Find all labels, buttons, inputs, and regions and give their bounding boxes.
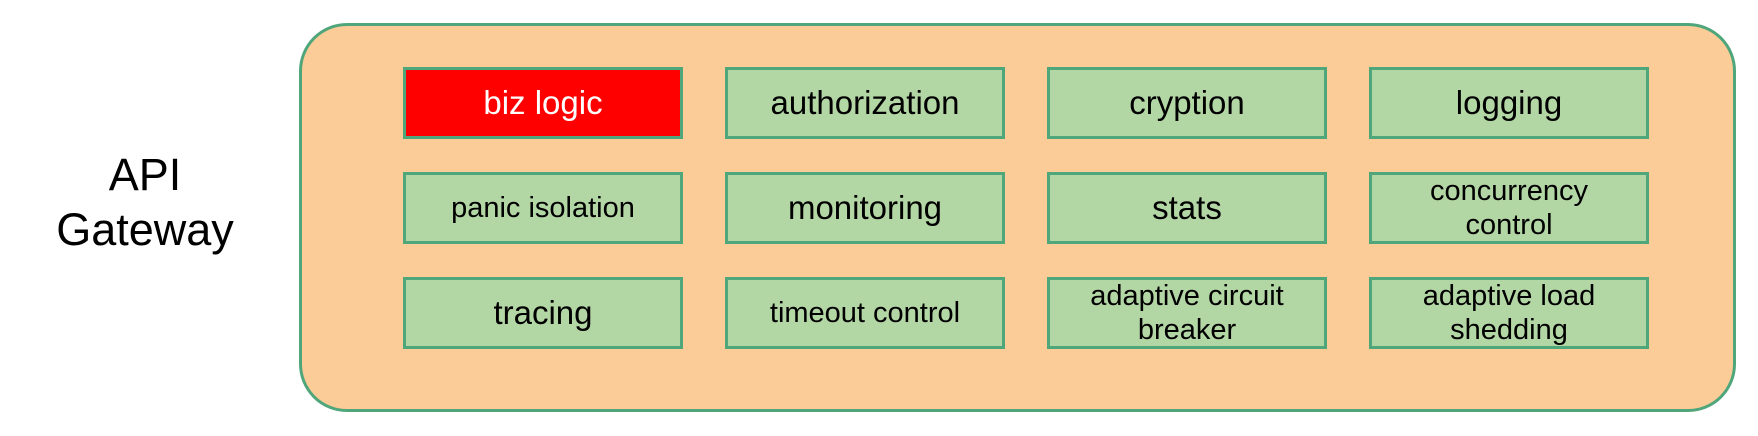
module-box-cryption[interactable]: cryption: [1047, 67, 1327, 139]
module-box-tracing[interactable]: tracing: [403, 277, 683, 349]
module-box-authorization[interactable]: authorization: [725, 67, 1005, 139]
module-box-timeout-control[interactable]: timeout control: [725, 277, 1005, 349]
module-box-biz-logic[interactable]: biz logic: [403, 67, 683, 139]
module-box-monitoring[interactable]: monitoring: [725, 172, 1005, 244]
module-box-adaptive-load-shedding[interactable]: adaptive load shedding: [1369, 277, 1649, 349]
module-box-stats[interactable]: stats: [1047, 172, 1327, 244]
module-box-adaptive-circuit-breaker[interactable]: adaptive circuit breaker: [1047, 277, 1327, 349]
gateway-label: API Gateway: [56, 149, 234, 255]
module-box-concurrency-control[interactable]: concurrency control: [1369, 172, 1649, 244]
module-box-panic-isolation[interactable]: panic isolation: [403, 172, 683, 244]
gateway-container: biz logic authorization cryption logging…: [299, 23, 1736, 412]
module-box-logging[interactable]: logging: [1369, 67, 1649, 139]
module-grid: biz logic authorization cryption logging…: [403, 67, 1649, 349]
